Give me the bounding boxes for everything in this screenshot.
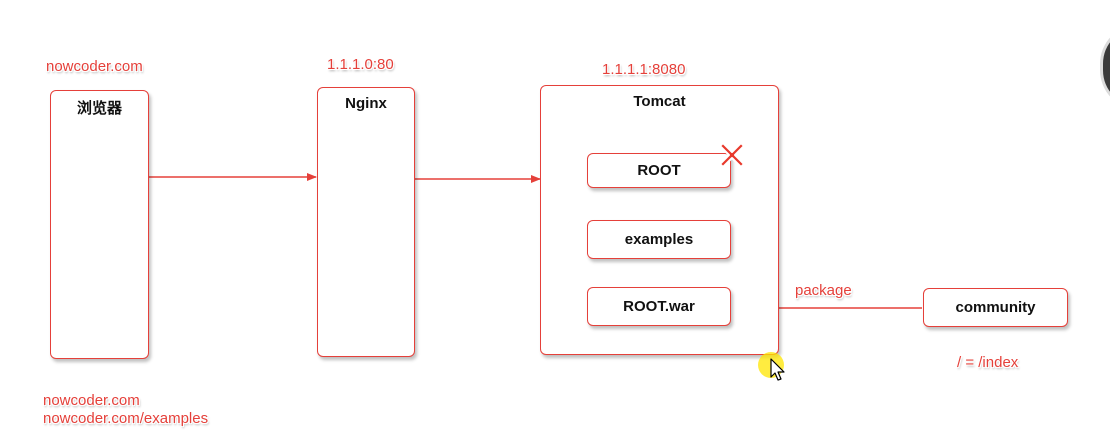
community-box: community: [923, 288, 1068, 327]
nginx-title: Nginx: [345, 95, 387, 112]
browser-title: 浏览器: [76, 100, 122, 117]
browser-host-label: nowcoder.com: [46, 58, 143, 75]
root-war-app: ROOT.war: [587, 287, 731, 326]
url-root-label: nowcoder.com: [43, 392, 140, 409]
nginx-box: Nginx: [317, 87, 415, 357]
tomcat-address-label: 1.1.1.1:8080: [602, 61, 686, 78]
nginx-address-label: 1.1.1.0:80: [327, 56, 394, 73]
root-app: ROOT: [587, 153, 731, 188]
url-examples-label: nowcoder.com/examples: [43, 410, 209, 427]
cursor-icon: [770, 358, 785, 381]
examples-app: examples: [587, 220, 731, 259]
browser-box: 浏览器: [50, 90, 149, 359]
cross-icon: [719, 142, 745, 168]
index-mapping-label: / = /index: [957, 354, 1019, 371]
package-label: package: [795, 282, 852, 299]
tomcat-title: Tomcat: [633, 93, 686, 110]
